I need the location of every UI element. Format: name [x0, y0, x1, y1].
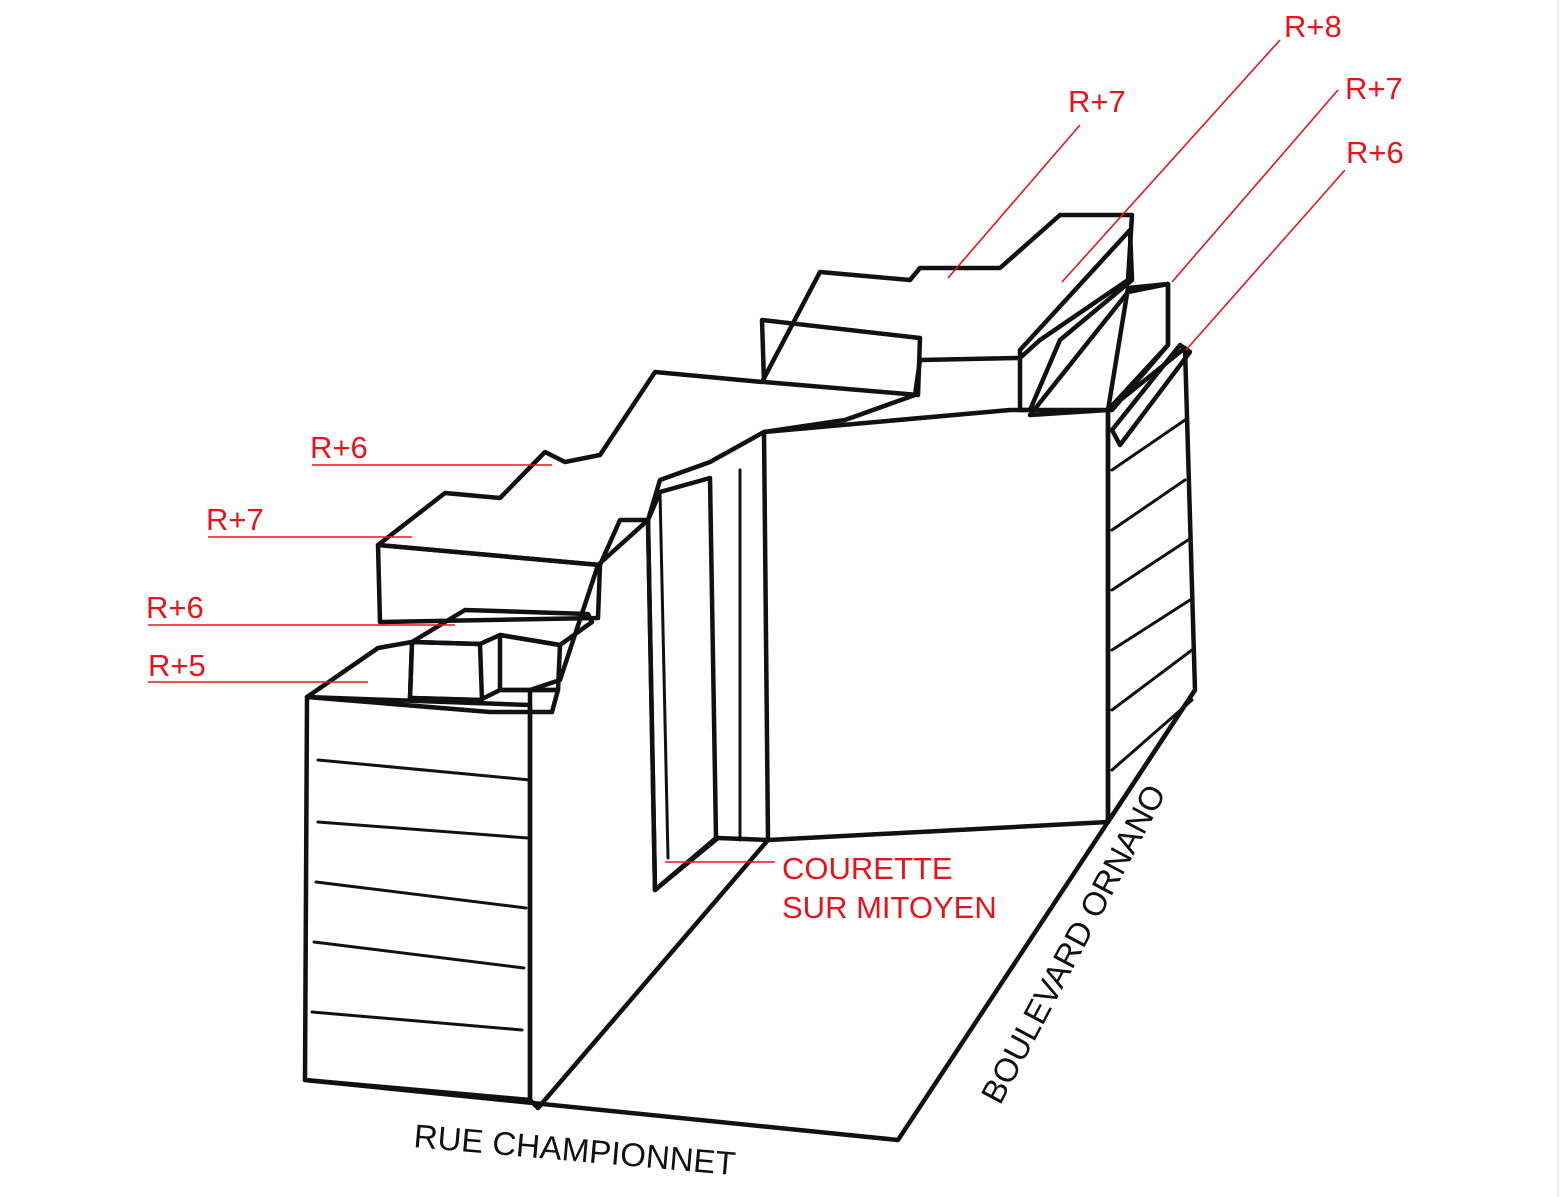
ground-plot-outline [302, 687, 1198, 1143]
label-left-r7: R+7 [206, 502, 264, 537]
roof-terraces [304, 212, 1193, 715]
upper-volumes [759, 227, 1171, 413]
ornano-facade [1105, 345, 1198, 825]
label-top-r8: R+8 [1284, 9, 1342, 44]
label-top-r7: R+7 [1068, 84, 1126, 119]
label-courette-line1: COURETTE [782, 851, 953, 886]
label-left-r6-upper: R+6 [310, 430, 368, 465]
label-right-r7: R+7 [1345, 71, 1403, 106]
label-left-r5: R+5 [148, 648, 206, 683]
championnet-facade [302, 694, 533, 1103]
street-name-rue-championnet: RUE CHAMPIONNET [412, 1117, 737, 1182]
leader-lines [148, 39, 1346, 863]
label-courette-line2: SUR MITOYEN [782, 890, 997, 925]
label-right-r6: R+6 [1346, 135, 1404, 170]
label-left-r6-lower: R+6 [146, 590, 204, 625]
courette-slot [645, 468, 742, 893]
